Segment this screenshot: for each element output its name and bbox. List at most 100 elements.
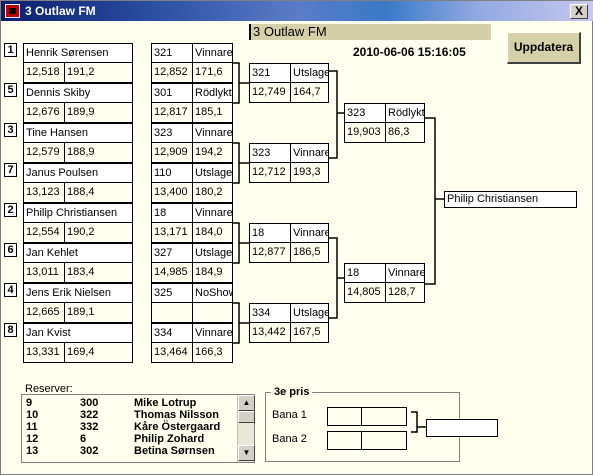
scroll-down-icon[interactable]: ▼ [238, 445, 255, 461]
reserve-number: 300 [80, 397, 99, 409]
round2-score-a: 12,712 [252, 166, 286, 178]
reserve-number: 6 [80, 433, 87, 445]
timestamp: 2010-06-06 15:16:05 [353, 45, 466, 59]
reserve-seed: 11 [26, 421, 38, 433]
bana-2-box[interactable] [327, 431, 407, 450]
result-status: NoShow [192, 284, 232, 303]
round2-score-a: 12,749 [252, 86, 286, 98]
seed-number: 6 [4, 243, 17, 257]
result-score-a: 14,985 [154, 266, 188, 278]
reserve-row[interactable]: 9 300 Mike Lotrup [22, 397, 236, 409]
result-number: 321 [154, 47, 173, 59]
result-number: 18 [154, 207, 167, 219]
player-entry[interactable]: Henrik Sørensen 12,518 191,2 [23, 43, 133, 83]
round2-status: Utslagen [290, 304, 328, 323]
round3-score-b: 86,3 [385, 123, 424, 142]
close-button[interactable]: X [570, 4, 588, 19]
round3-number: 323 [347, 107, 366, 119]
player-name: Jens Erik Nielsen [26, 287, 111, 299]
result-entry[interactable]: 325NoShow [151, 283, 233, 323]
app-icon[interactable] [5, 4, 20, 18]
reserves-scrollbar[interactable]: ▲ ▼ [237, 395, 255, 462]
update-button[interactable]: Uppdatera [507, 32, 581, 64]
reserve-name: Mike Lotrup [134, 397, 197, 409]
third-prize-result [426, 419, 498, 437]
reserve-number: 302 [80, 445, 99, 457]
player-name: Jan Kehlet [26, 247, 78, 259]
result-score-a: 12,852 [154, 66, 188, 78]
result-score-b: 194,2 [192, 143, 232, 162]
round3-status: Vinnare [385, 264, 424, 283]
player-score-a: 12,518 [26, 66, 60, 78]
player-score-a: 13,011 [26, 266, 59, 278]
result-status: Vinnare [192, 44, 232, 63]
seed-number: 5 [4, 83, 17, 97]
reserve-row[interactable]: 10 322 Thomas Nilsson [22, 409, 236, 421]
reserves-label: Reserver: [25, 383, 73, 395]
result-number: 334 [154, 327, 173, 339]
result-status: Vinnare [192, 324, 232, 343]
reserve-seed: 10 [26, 409, 39, 421]
player-score-b: 188,9 [64, 143, 130, 162]
reserve-seed: 13 [26, 445, 39, 457]
result-score-b: 185,1 [192, 103, 232, 122]
reserve-seed: 9 [26, 397, 33, 409]
player-name: Philip Christiansen [26, 207, 118, 219]
reserve-name: Thomas Nilsson [134, 409, 219, 421]
bana-1-box[interactable] [327, 407, 407, 426]
round2-score-b: 164,7 [290, 83, 328, 102]
scroll-up-icon[interactable]: ▲ [238, 395, 255, 411]
result-score-b: 184,9 [192, 263, 232, 282]
reserve-number: 322 [80, 409, 99, 421]
seed-number: 3 [4, 123, 17, 137]
round2-number: 18 [252, 227, 265, 239]
third-prize-title: 3e pris [271, 386, 313, 398]
bana-1-label: Bana 1 [272, 409, 307, 421]
winner-box: Philip Christiansen [444, 191, 577, 208]
connector-r3 [425, 117, 436, 285]
seed-number: 1 [4, 43, 17, 57]
player-score-b: 169,4 [64, 343, 130, 362]
result-number: 327 [154, 247, 173, 259]
round2-number: 321 [252, 67, 271, 79]
round2-status: Vinnare [290, 224, 328, 243]
result-status: Vinnare [192, 204, 232, 223]
result-score-a: 13,400 [154, 186, 188, 198]
player-score-b: 191,2 [64, 63, 130, 82]
title-bar: 3 Outlaw FM X [1, 1, 593, 21]
round2-score-b: 186,5 [290, 243, 328, 262]
scroll-thumb[interactable] [238, 411, 255, 423]
page-title: 3 Outlaw FM [249, 24, 491, 40]
player-name: Henrik Sørensen [26, 47, 109, 59]
result-number: 110 [154, 167, 172, 179]
seed-number: 4 [4, 283, 17, 297]
connector-r2-a [329, 70, 338, 159]
player-score-b: 190,2 [64, 223, 130, 242]
player-score-a: 12,579 [26, 146, 60, 158]
